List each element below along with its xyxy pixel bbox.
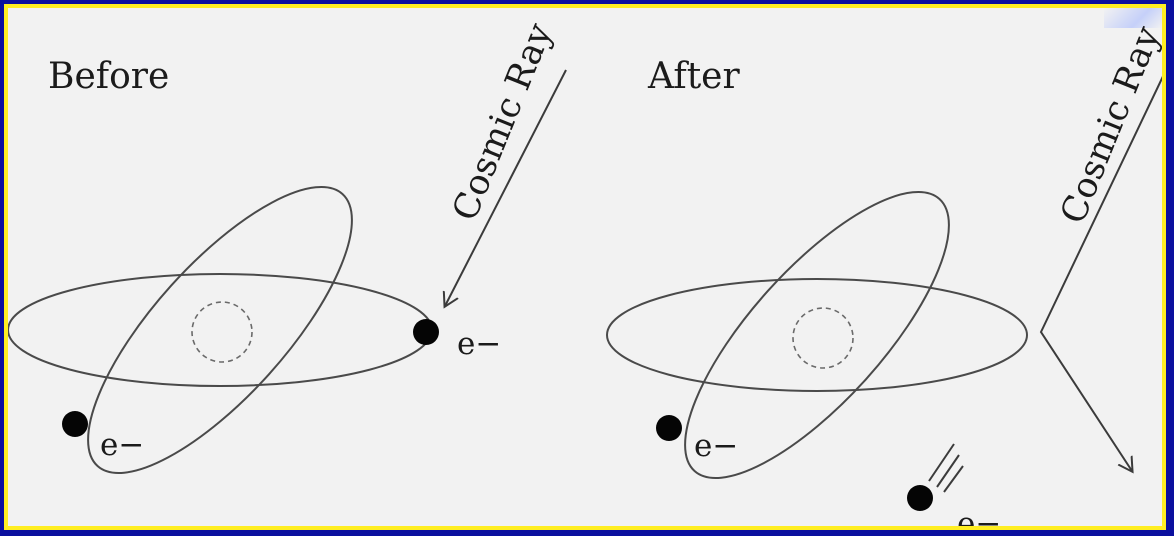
- motion-line: [936, 454, 960, 488]
- nucleus: [191, 301, 253, 363]
- ejected-electron-label: e−: [957, 506, 1001, 530]
- horizontal-orbit: [606, 278, 1028, 392]
- before-title: Before: [48, 56, 169, 97]
- cosmic-ray-diagram: Before e− e− Cosmic Ray After e− e−: [8, 18, 1166, 530]
- cosmic-ray-arrow: [445, 69, 567, 306]
- diagram-frame: Before e− e− Cosmic Ray After e− e−: [4, 4, 1166, 530]
- electron-label-left: e−: [694, 428, 738, 464]
- motion-line: [928, 443, 955, 482]
- motion-line: [943, 465, 964, 493]
- before-panel: Before e− e− Cosmic Ray: [8, 18, 567, 474]
- electron-label-right: e−: [457, 326, 501, 362]
- tilted-orbit: [684, 191, 950, 479]
- electron-on-tilted-orbit: [62, 411, 88, 437]
- electron-on-horizontal-orbit: [413, 319, 439, 345]
- cosmic-ray-label: Cosmic Ray: [1053, 21, 1166, 230]
- ejected-electron: [907, 485, 933, 511]
- after-title: After: [647, 56, 740, 97]
- nucleus: [792, 307, 854, 369]
- electron-on-tilted-orbit: [656, 415, 682, 441]
- horizontal-orbit: [8, 273, 433, 387]
- deflected-cosmic-ray-arrow: [1039, 76, 1162, 471]
- after-panel: After e− e− Cosmic Ray: [606, 21, 1166, 530]
- tilted-orbit: [87, 186, 353, 474]
- electron-label-left: e−: [100, 427, 144, 463]
